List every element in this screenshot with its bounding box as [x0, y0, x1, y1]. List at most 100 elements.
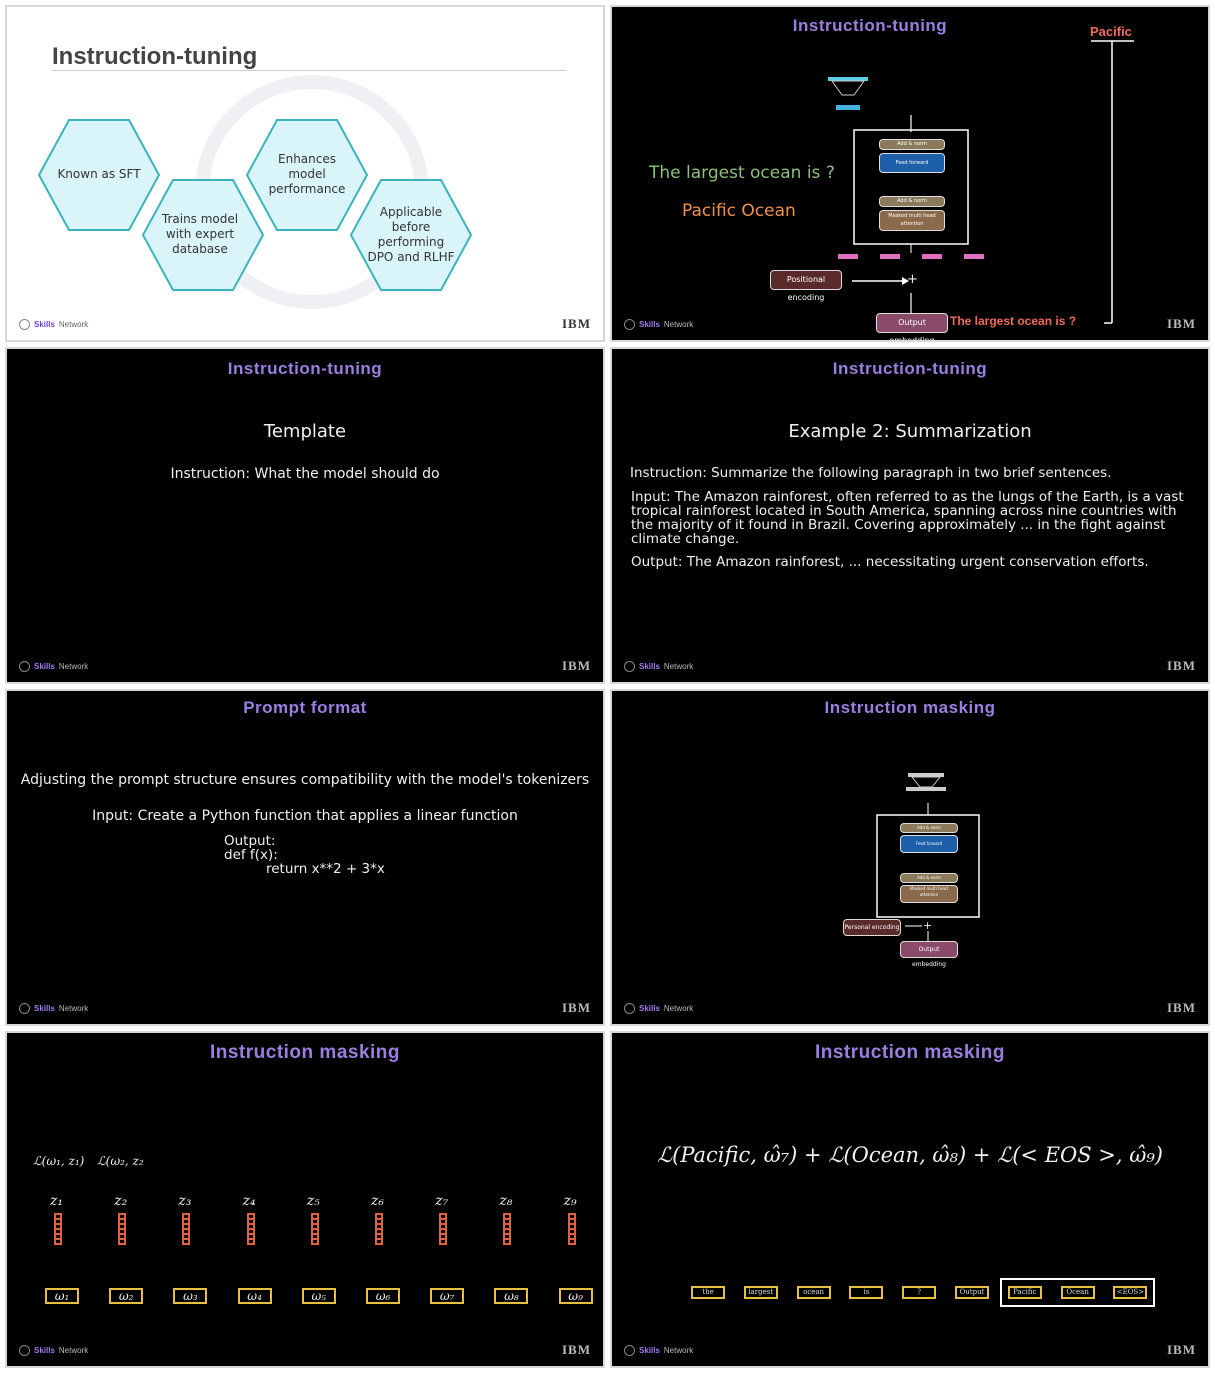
ibm-logo: IBM	[1167, 1342, 1196, 1357]
hidden-state-bar	[439, 1213, 448, 1245]
hex-label-1: Known as SFT	[57, 167, 141, 181]
sequence-token: the	[691, 1286, 725, 1299]
input-token: ω₄	[237, 1288, 272, 1304]
slide-6[interactable]: Instruction masking Add & norm Feed forw…	[610, 689, 1210, 1026]
hidden-state-bar	[503, 1213, 512, 1245]
gear-icon	[624, 319, 635, 330]
gear-icon	[19, 319, 30, 330]
example-output: Output: The Amazon rainforest, ... neces…	[631, 554, 1149, 570]
loss-term-2: ℒ(ω₂, z₂	[97, 1154, 144, 1168]
add-norm-top: Add & norm	[900, 823, 958, 833]
add-norm-bottom: Add & norm	[900, 873, 958, 883]
example-instruction: Instruction: Summarize the following par…	[630, 465, 1112, 481]
plus-sign: +	[907, 272, 918, 287]
sequence-token: Ocean	[1060, 1286, 1095, 1299]
response-highlight-box	[1000, 1278, 1155, 1307]
skills-network-logo: Skills Network	[19, 1345, 88, 1356]
hidden-state-bar	[182, 1213, 191, 1245]
hexagon-3	[245, 119, 369, 231]
input-token: ω₅	[301, 1288, 336, 1304]
input-token: ω₆	[366, 1288, 400, 1304]
hex-label-3: Enhances model performance	[268, 152, 346, 196]
sequence-token: ocean	[796, 1286, 831, 1299]
gear-icon	[624, 1345, 635, 1356]
input-token: ω₇	[430, 1288, 465, 1304]
slide-1-title: Instruction-tuning	[52, 43, 258, 70]
skills-network-logo: Skills Network	[19, 661, 88, 672]
z-label: z₇	[435, 1193, 449, 1209]
template-heading: Template	[263, 421, 347, 442]
template-line: Instruction: What the model should do	[170, 466, 440, 482]
answer-text: Pacific Ocean	[682, 201, 796, 221]
loss-term-1: ℒ(ω₁, z₁)	[33, 1154, 85, 1168]
output-label: Output:	[224, 833, 276, 849]
slide-6-title: Instruction masking	[824, 698, 996, 717]
skills-network-logo: Skills Network	[624, 1345, 693, 1356]
output-layer-icon	[828, 77, 868, 110]
skills-network-logo: Skills Network	[624, 661, 693, 672]
ibm-logo: IBM	[562, 1342, 591, 1357]
add-norm-top: Add & norm	[879, 139, 945, 150]
masked-attention-block: Masked multi head attention	[900, 885, 958, 903]
gear-icon	[19, 1345, 30, 1356]
ibm-logo: IBM	[562, 658, 591, 673]
code-return: return x**2 + 3*x	[266, 861, 385, 877]
hidden-state-bar	[375, 1213, 383, 1245]
feed-forward-block: Feed forward	[900, 835, 958, 853]
slide-3-title: Instruction-tuning	[227, 359, 383, 378]
slide-2[interactable]: Instruction-tuning Pacific Add & norm Fe…	[610, 5, 1210, 342]
slide-1[interactable]: Instruction-tuning Known as SFT Trains m…	[5, 5, 605, 342]
slide-5[interactable]: Prompt format Adjusting the prompt struc…	[5, 689, 605, 1026]
hexagon-2	[141, 179, 265, 291]
positional-encoding-box: Positional encoding	[770, 270, 842, 302]
slide-8[interactable]: Instruction masking ℒ(Pacific, ω̂₇) + ℒ(…	[610, 1031, 1210, 1368]
skills-network-logo: Skills Network	[19, 1003, 88, 1014]
hex-label-2: Trains model with expert database	[161, 212, 239, 256]
output-embedding-box: Output embedding	[900, 941, 958, 968]
gear-icon	[624, 661, 635, 672]
z-label: z₁	[50, 1193, 63, 1209]
code-def: def f(x):	[224, 847, 278, 863]
z-label: z₄	[242, 1193, 256, 1209]
title-underline	[52, 70, 567, 71]
input-token: ω₃	[173, 1288, 208, 1304]
skills-network-logo: Skills Network	[19, 319, 88, 330]
output-embedding-box: Output embedding	[876, 313, 948, 340]
positional-encoding-box: Personal encoding	[843, 919, 901, 936]
sequence-token: <EOS>	[1113, 1286, 1148, 1299]
transformer-diagram-small	[876, 773, 980, 941]
ibm-logo: IBM	[1167, 658, 1196, 673]
output-layer-icon	[906, 773, 946, 791]
masked-attention-block: Masked multi head attention	[879, 210, 945, 231]
skills-network-logo: Skills Network	[624, 1003, 693, 1014]
sequence-token: ?	[902, 1286, 937, 1299]
hidden-state-bar	[118, 1213, 127, 1245]
gear-icon	[19, 661, 30, 672]
hidden-state-bar	[310, 1213, 319, 1245]
hexagon-1	[37, 119, 161, 231]
ibm-logo: IBM	[1167, 316, 1196, 331]
slide-7[interactable]: Instruction masking ℒ(ω₁, z₁) ℒ(ω₂, z₂ z…	[5, 1031, 605, 1368]
input-token: ω₈	[494, 1288, 529, 1304]
add-norm-bottom: Add & norm	[879, 196, 945, 207]
hexagon-4	[349, 179, 473, 291]
ibm-logo: IBM	[562, 316, 591, 331]
sequence-token: largest	[743, 1286, 778, 1299]
slide-5-title: Prompt format	[243, 698, 367, 717]
decoder-block	[876, 814, 980, 918]
gear-icon	[624, 1003, 635, 1014]
plus-sign: +	[923, 919, 933, 932]
hex-diagram	[37, 75, 473, 309]
slide-4[interactable]: Instruction-tuning Example 2: Summarizat…	[610, 347, 1210, 684]
bottom-prompt-text: The largest ocean is ?	[950, 314, 1077, 328]
transformer-diagram	[828, 40, 1134, 324]
slide-2-title: Instruction-tuning	[792, 16, 948, 35]
sequence-token: is	[849, 1286, 884, 1299]
output-word: Pacific	[1090, 24, 1132, 39]
prompt-text: The largest ocean is ?	[649, 163, 835, 183]
sequence-token: Pacific	[1007, 1286, 1042, 1299]
slide-8-title: Instruction masking	[814, 1042, 1006, 1063]
z-label: z₃	[178, 1193, 192, 1209]
slide-3[interactable]: Instruction-tuning Template Instruction:…	[5, 347, 605, 684]
loss-formula: ℒ(Pacific, ω̂₇) + ℒ(Ocean, ω̂₈) + ℒ(< EO…	[657, 1143, 1163, 1167]
